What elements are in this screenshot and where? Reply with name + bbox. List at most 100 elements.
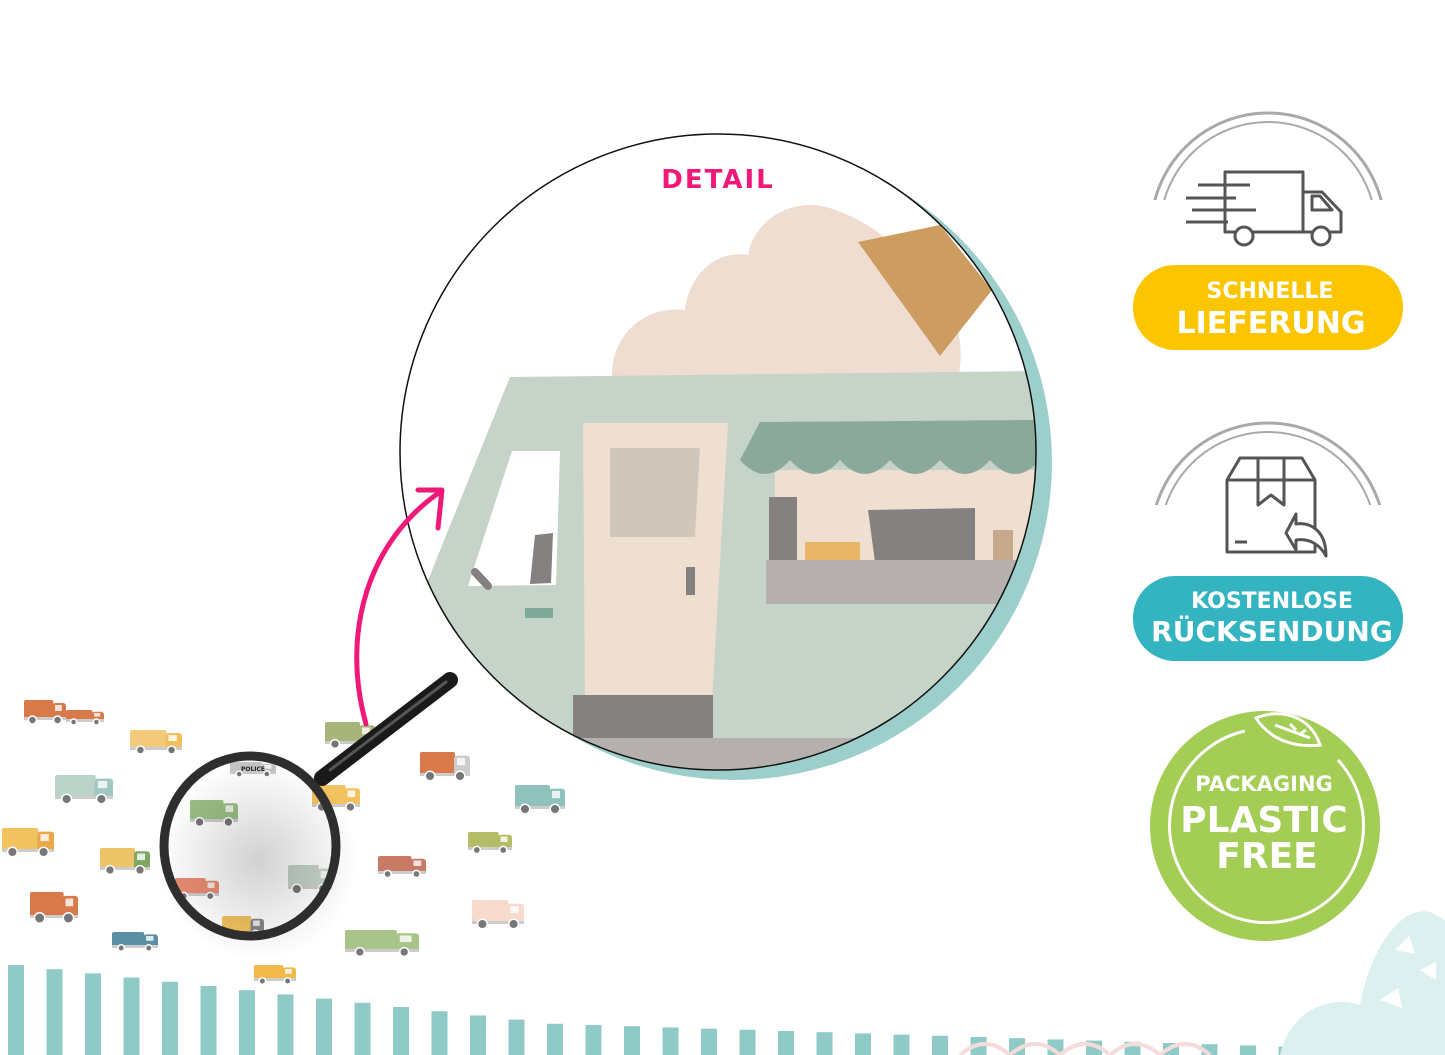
truck-counter: [766, 560, 1036, 604]
vehicle-body: [345, 930, 397, 952]
vehicle-body: [130, 730, 167, 750]
stripe: [778, 1031, 794, 1055]
packaging-line2: PLASTIC: [1180, 800, 1347, 841]
vehicle-wheel: [33, 912, 46, 924]
leaf-icon: [1253, 712, 1323, 748]
stripe: [932, 1035, 948, 1055]
vehicle-chassis: [420, 773, 470, 776]
vehicle-wheel: [424, 770, 436, 782]
stripe: [316, 998, 332, 1055]
vehicle-window: [399, 935, 412, 943]
vehicle-chassis: [345, 949, 419, 952]
vehicle-wheel: [166, 745, 177, 755]
returns-line2: RÜCKSENDUNG: [1151, 614, 1393, 648]
vehicle-window: [168, 735, 177, 741]
vehicle: [55, 775, 113, 805]
vehicle-chassis: [100, 867, 150, 870]
vehicle-chassis: [66, 719, 104, 722]
stripe: [1240, 1045, 1256, 1055]
stripe: [277, 994, 294, 1055]
stripe: [855, 1033, 871, 1055]
vehicle-wheel: [399, 946, 410, 958]
vehicle-body: [515, 785, 550, 809]
vehicle: [100, 848, 150, 876]
vehicle-window: [40, 834, 49, 842]
vehicle-body: [468, 832, 499, 850]
vehicle-chassis: [2, 849, 54, 852]
vehicle-wheel: [27, 715, 38, 725]
vehicle-wheel: [144, 944, 153, 952]
vehicle-window: [552, 791, 560, 799]
stripe: [393, 1007, 409, 1055]
vehicle-body: [378, 856, 412, 874]
vehicle: [325, 722, 375, 750]
vehicle-window: [457, 758, 465, 766]
stripe: [354, 1002, 371, 1055]
stripe: [470, 1015, 486, 1055]
vehicle-wheel: [412, 869, 421, 879]
vehicle-wheel: [62, 912, 75, 924]
returns-line1: KOSTENLOSE: [1191, 589, 1353, 614]
vehicle-wheel: [354, 946, 365, 958]
vehicle-chassis: [130, 747, 182, 750]
vehicle-body: [2, 828, 39, 852]
vehicle-window: [413, 860, 422, 866]
stripe: [816, 1032, 833, 1055]
vehicle-wheel: [519, 803, 531, 815]
vehicle-chassis: [30, 915, 78, 918]
vehicle-window: [94, 713, 101, 717]
vehicle-body: [325, 722, 360, 744]
vehicle: [378, 856, 426, 879]
stripe: [508, 1019, 525, 1055]
vehicle-chassis: [112, 945, 158, 948]
police-car-label: POLICE: [241, 766, 265, 773]
stripe: [585, 1025, 602, 1055]
vehicle: [515, 785, 565, 815]
plastic-free-badge: PACKAGING PLASTIC FREE: [1150, 711, 1380, 941]
delivery-truck-icon: [1186, 170, 1343, 247]
vehicle-chassis: [325, 741, 375, 744]
vehicle-wheel: [52, 715, 63, 725]
vehicle-wheel: [61, 793, 73, 805]
vehicle-window: [97, 781, 108, 789]
vehicle: [66, 710, 104, 726]
stripe: [8, 965, 24, 1055]
stripe: [1201, 1044, 1218, 1055]
vehicle-wheel: [383, 869, 392, 879]
stripe: [739, 1029, 756, 1055]
vehicle-chassis: [378, 871, 426, 874]
delivery-line2: LIEFERUNG: [1177, 306, 1366, 341]
vehicle-body: [30, 892, 64, 918]
vehicle-wheel: [92, 718, 101, 726]
stripe: [431, 1011, 448, 1055]
vehicle-body: [254, 965, 284, 981]
vehicle-chassis: [254, 978, 296, 981]
vehicle: [472, 900, 524, 930]
vehicle-window: [146, 936, 154, 941]
vehicle: [112, 932, 158, 952]
stripe: [46, 969, 63, 1055]
packaging-line3: FREE: [1216, 836, 1318, 877]
vehicle-wheel: [454, 770, 466, 782]
truck-awning: [740, 420, 1036, 474]
ice-cream-cone: [858, 225, 992, 356]
vehicle-window: [65, 898, 74, 907]
vehicle-wheel: [104, 864, 116, 876]
stripe: [123, 977, 140, 1055]
vehicle-body: [112, 932, 145, 948]
stripe: [200, 986, 217, 1055]
vehicle-chassis: [468, 847, 512, 850]
vehicle-wheel: [6, 846, 18, 858]
vehicle: [254, 965, 296, 985]
arrow-icon: [354, 487, 445, 727]
vehicle-wheel: [498, 845, 508, 855]
vehicle-wheel: [329, 738, 341, 750]
vehicle-window: [510, 906, 519, 914]
stripe: [701, 1028, 717, 1055]
vehicle-wheel: [472, 845, 482, 855]
stripe: [85, 973, 101, 1055]
stripe: [662, 1027, 679, 1055]
vehicle-wheel: [135, 745, 146, 755]
vehicle-wheel: [95, 793, 107, 805]
